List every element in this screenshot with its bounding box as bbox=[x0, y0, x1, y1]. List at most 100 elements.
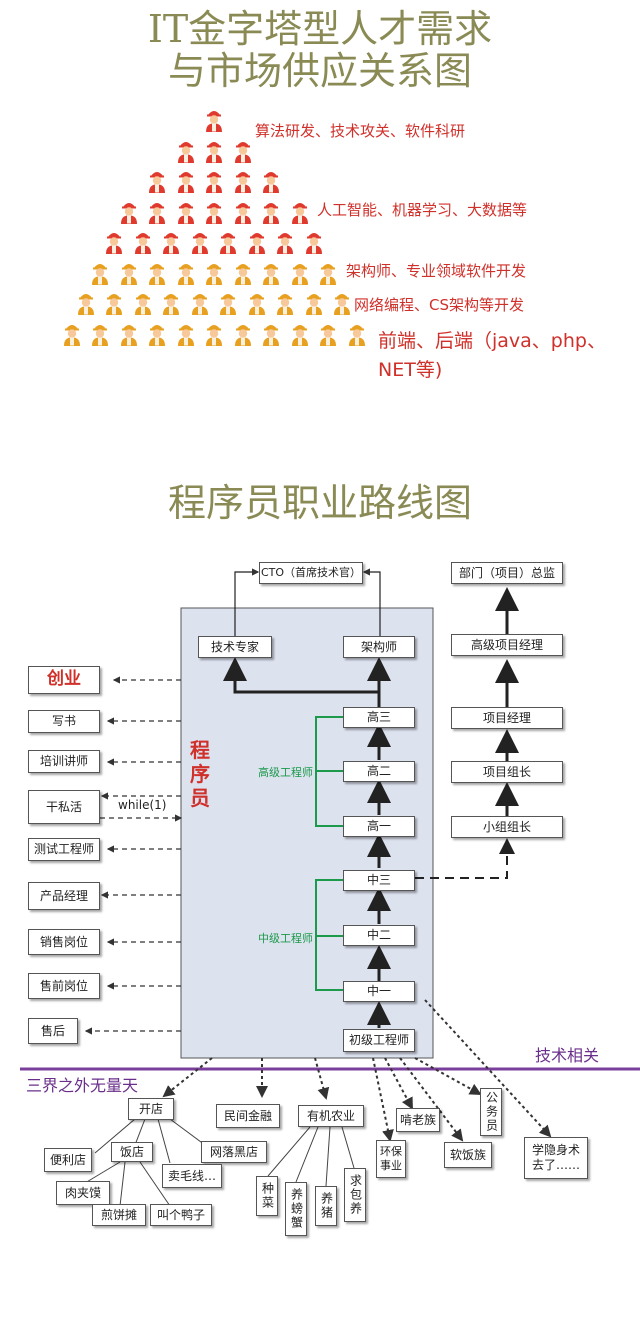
person-icon bbox=[133, 291, 153, 315]
person-icon bbox=[233, 169, 253, 193]
director-box: 部门（项目）总监 bbox=[451, 562, 563, 584]
senior-1-box: 高一 bbox=[343, 816, 415, 837]
grow-veg-box: 种菜 bbox=[256, 1176, 278, 1216]
sales-box: 销售岗位 bbox=[28, 929, 100, 955]
pyramid-title-line1: IT金字塔型人才需求 bbox=[147, 7, 493, 51]
hermit-box: 学隐身术去了…… bbox=[524, 1137, 588, 1179]
person-icon bbox=[347, 322, 367, 346]
tier-label-5: 前端、后端（java、php、 bbox=[378, 330, 606, 352]
qa-engineer-box: 测试工程师 bbox=[28, 838, 100, 861]
startup-box: 创业 bbox=[28, 666, 100, 694]
person-icon bbox=[90, 261, 110, 285]
roujiamo-box: 肉夹馍 bbox=[56, 1181, 110, 1205]
programmer-label: 程 序 员 bbox=[190, 738, 210, 810]
person-icon bbox=[161, 291, 181, 315]
person-icon bbox=[247, 230, 267, 254]
person-icon bbox=[147, 322, 167, 346]
person-icon bbox=[204, 200, 224, 224]
mid-3-box: 中三 bbox=[343, 870, 415, 891]
person-icon bbox=[176, 169, 196, 193]
person-icon bbox=[261, 200, 281, 224]
person-icon bbox=[176, 200, 196, 224]
pm-box: 项目经理 bbox=[451, 707, 563, 729]
person-icon bbox=[190, 230, 210, 254]
trainer-box: 培训讲师 bbox=[28, 750, 100, 773]
tech-related-label: 技术相关 bbox=[535, 1046, 600, 1065]
person-icon bbox=[218, 230, 238, 254]
person-icon bbox=[147, 200, 167, 224]
team-lead-box: 项目组长 bbox=[451, 761, 563, 783]
tier-label-6: NET等) bbox=[378, 359, 443, 381]
person-icon bbox=[176, 139, 196, 163]
person-icon bbox=[147, 169, 167, 193]
raise-pig-box: 养猪 bbox=[315, 1186, 337, 1226]
person-icon bbox=[261, 261, 281, 285]
person-icon bbox=[176, 261, 196, 285]
person-icon bbox=[76, 291, 96, 315]
person-icon bbox=[90, 322, 110, 346]
seek-patron-box: 求包养 bbox=[344, 1168, 366, 1222]
product-manager-box: 产品经理 bbox=[28, 882, 100, 910]
person-icon bbox=[133, 230, 153, 254]
person-icon bbox=[304, 230, 324, 254]
sell-yarn-box: 卖毛线… bbox=[162, 1164, 222, 1188]
group-lead-box: 小组组长 bbox=[451, 816, 563, 838]
outside-label: 三界之外无量天 bbox=[26, 1076, 139, 1095]
open-shop-box: 开店 bbox=[128, 1098, 174, 1120]
tier-label-2: 人工智能、机器学习、大数据等 bbox=[317, 201, 528, 219]
person-icon bbox=[190, 291, 210, 315]
person-icon bbox=[318, 261, 338, 285]
aftersales-box: 售后 bbox=[28, 1018, 78, 1044]
convenience-store-box: 便利店 bbox=[44, 1148, 92, 1172]
person-icon bbox=[261, 322, 281, 346]
person-icon bbox=[104, 291, 124, 315]
person-icon bbox=[275, 291, 295, 315]
mid-2-box: 中二 bbox=[343, 925, 415, 946]
person-icon bbox=[247, 291, 267, 315]
person-icon bbox=[161, 230, 181, 254]
person-icon bbox=[290, 322, 310, 346]
restaurant-box: 饭店 bbox=[111, 1142, 153, 1162]
person-icon bbox=[204, 169, 224, 193]
person-icon bbox=[233, 322, 253, 346]
civil-servant-box: 公务员 bbox=[480, 1088, 502, 1136]
person-icon bbox=[62, 322, 82, 346]
person-icon bbox=[233, 200, 253, 224]
person-icon bbox=[233, 261, 253, 285]
person-icon bbox=[233, 139, 253, 163]
ruanfan-box: 软饭族 bbox=[444, 1142, 492, 1168]
env-career-box: 环保事业 bbox=[376, 1140, 406, 1178]
person-icon bbox=[290, 200, 310, 224]
junior-box: 初级工程师 bbox=[343, 1029, 415, 1052]
person-icon bbox=[204, 261, 224, 285]
person-icon bbox=[204, 108, 224, 132]
person-icon bbox=[119, 200, 139, 224]
netcafe-box: 网落黑店 bbox=[201, 1141, 267, 1163]
cto-box: CTO（首席技术官） bbox=[259, 562, 363, 584]
architect-box: 架构师 bbox=[343, 636, 415, 658]
tier-label-3: 架构师、专业领域软件开发 bbox=[346, 262, 527, 280]
person-icon bbox=[290, 261, 310, 285]
person-icon bbox=[119, 261, 139, 285]
senior-2-box: 高二 bbox=[343, 761, 415, 782]
senior-3-box: 高三 bbox=[343, 707, 415, 728]
senior-engineer-label: 高级工程师 bbox=[258, 766, 313, 779]
write-book-box: 写书 bbox=[28, 710, 100, 733]
kenlao-box: 啃老族 bbox=[396, 1108, 440, 1132]
person-icon bbox=[332, 291, 352, 315]
duck-box: 叫个鸭子 bbox=[150, 1204, 212, 1226]
private-finance-box: 民间金融 bbox=[216, 1104, 280, 1128]
raise-crab-box: 养螃蟹 bbox=[285, 1182, 307, 1236]
career-title: 程序员职业路线图 bbox=[167, 481, 472, 525]
mid-1-box: 中一 bbox=[343, 981, 415, 1002]
pyramid-title: IT金字塔型人才需求 与市场供应关系图 bbox=[0, 8, 640, 92]
person-icon bbox=[318, 322, 338, 346]
jianbing-box: 煎饼摊 bbox=[92, 1204, 146, 1226]
person-icon bbox=[304, 291, 324, 315]
side-job-box: 干私活 bbox=[28, 790, 100, 824]
tech-expert-box: 技术专家 bbox=[198, 636, 272, 658]
person-icon bbox=[147, 261, 167, 285]
person-icon bbox=[275, 230, 295, 254]
while-loop-label: while(1) bbox=[118, 798, 167, 812]
mid-engineer-label: 中级工程师 bbox=[258, 932, 313, 945]
